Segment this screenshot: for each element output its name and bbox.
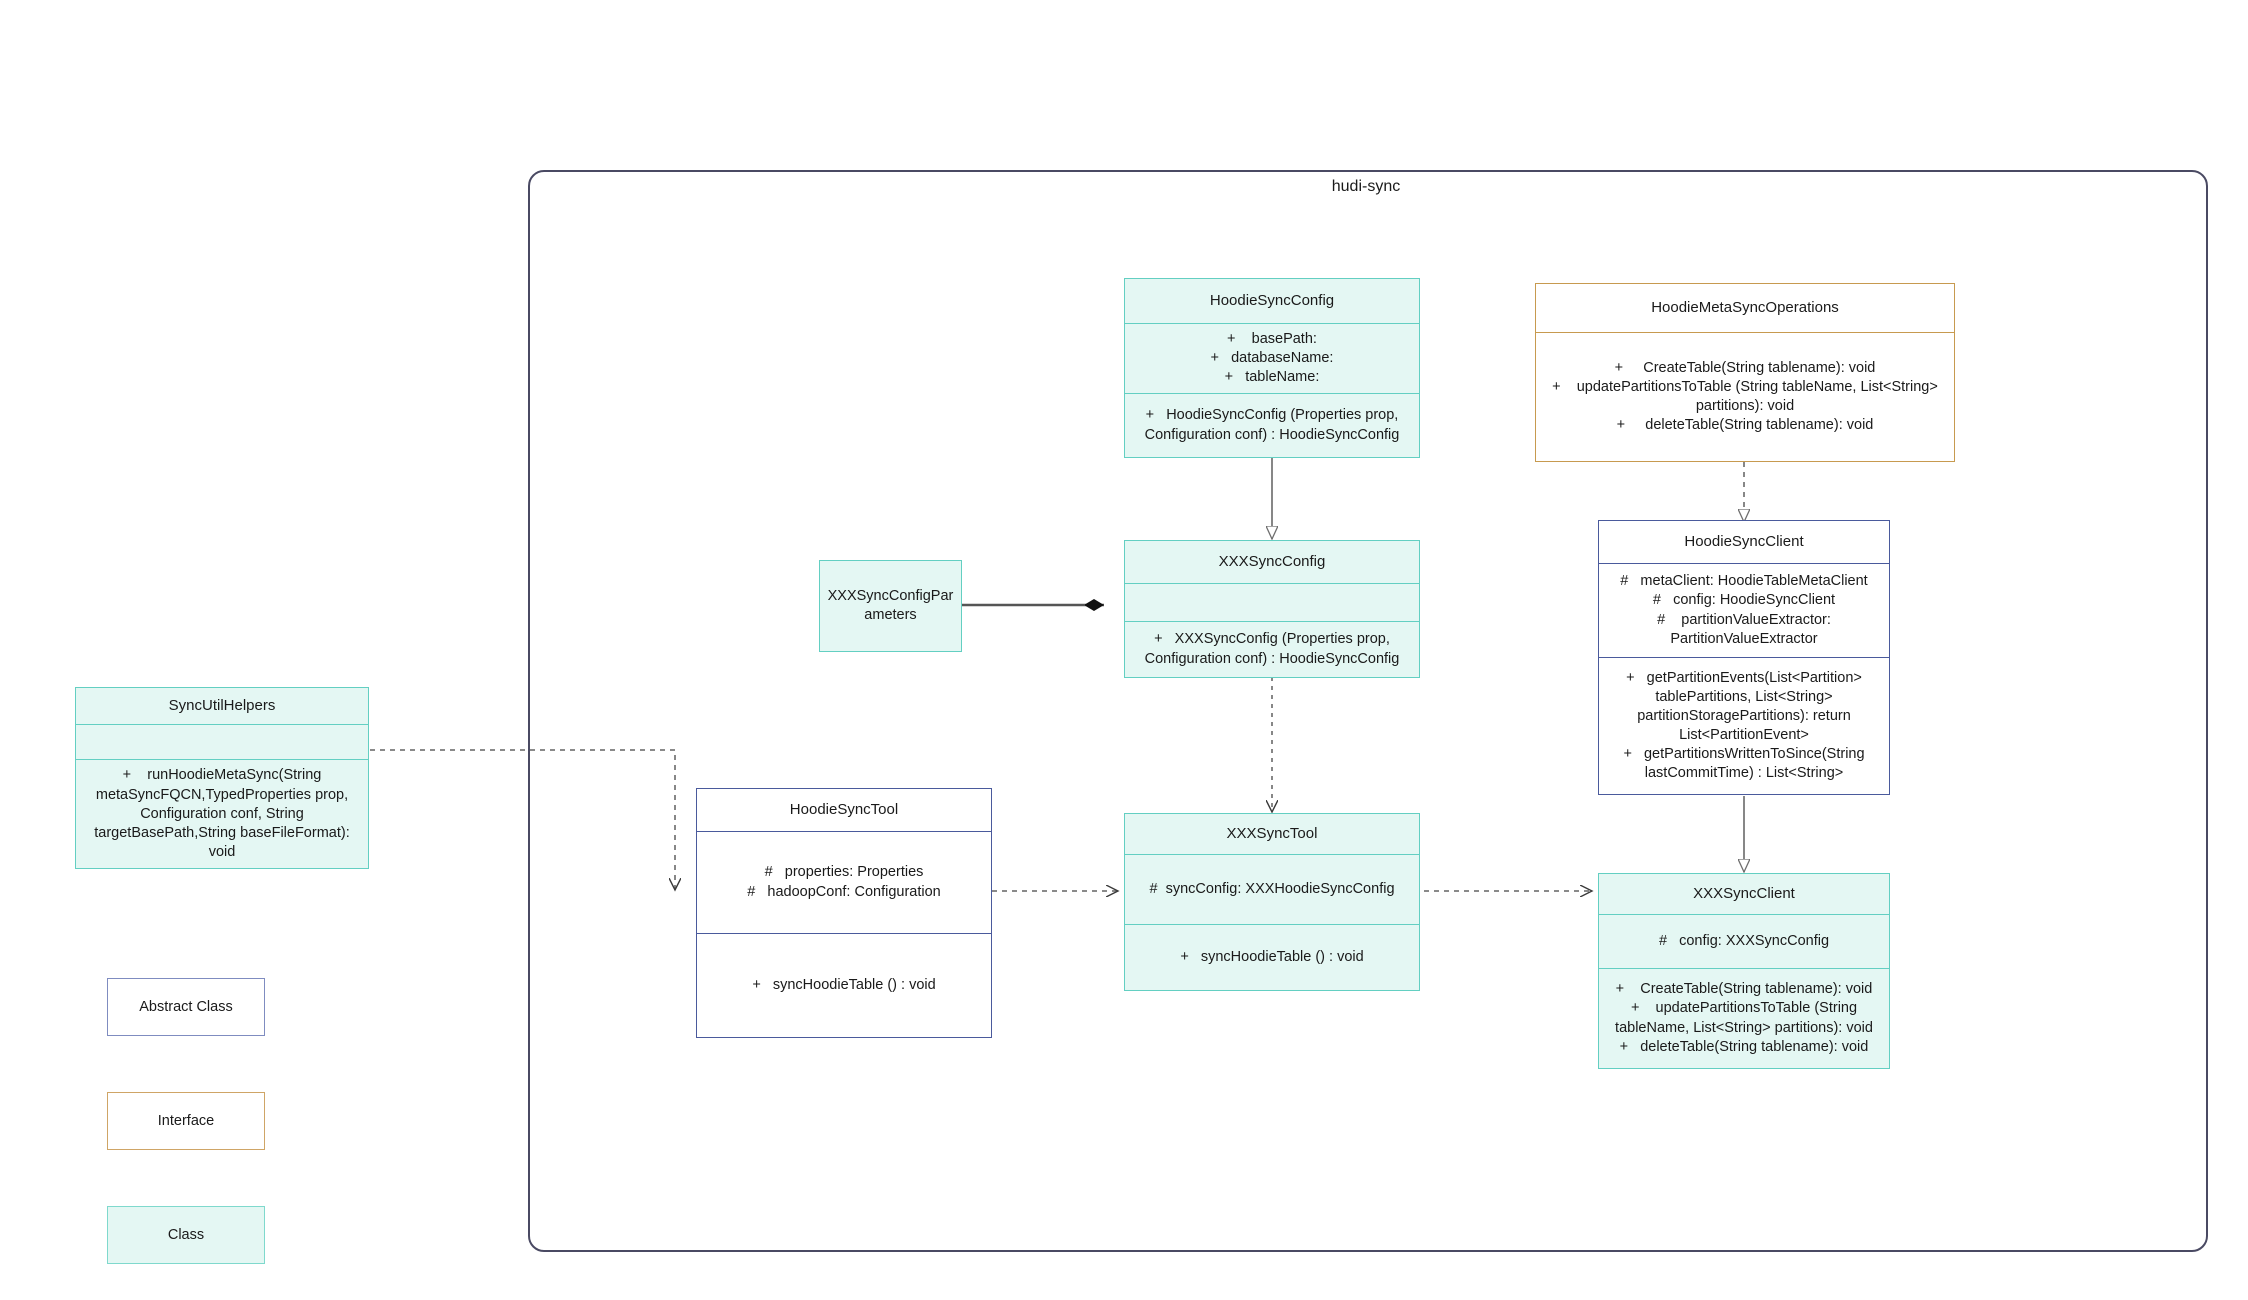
attribute-row: # properties: Properties [764, 864, 924, 881]
method-row: + HoodieSyncConfig (Properties prop, Con… [1144, 407, 1403, 443]
class-title: XXXSyncClient [1693, 885, 1795, 903]
attributes-compartment: + basePath: + databaseName: + tableName: [1125, 323, 1419, 393]
class-xxx-sync-client[interactable]: XXXSyncClient # config: XXXSyncConfig + … [1598, 873, 1890, 1069]
class-title: XXXSyncConfig [1218, 553, 1326, 571]
method-row: + deleteTable(String tablename): void [1616, 417, 1874, 434]
attributes-compartment: # config: XXXSyncConfig [1599, 914, 1889, 968]
methods-compartment: + syncHoodieTable () : void [1125, 924, 1419, 990]
methods-compartment: + syncHoodieTable () : void [697, 933, 991, 1037]
method-row: + syncHoodieTable () : void [1180, 948, 1364, 965]
legend-label: Class [167, 1227, 205, 1243]
interface-header: HoodieMetaSyncOperations [1536, 284, 1954, 332]
method-row: + CreateTable(String tablename): void [1615, 981, 1873, 998]
class-title: HoodieSyncTool [789, 801, 899, 819]
attribute-row: # config: HoodieSyncClient [1652, 592, 1836, 609]
attribute-row: # config: XXXSyncConfig [1658, 932, 1830, 949]
class-xxx-sync-config-parameters[interactable]: XXXSyncConfigParameters [819, 560, 962, 652]
legend-label: Abstract Class [139, 999, 233, 1015]
class-title: HoodieSyncConfig [1209, 292, 1335, 310]
class-title: XXXSyncConfigParameters [827, 587, 954, 623]
class-hoodie-sync-config[interactable]: HoodieSyncConfig + basePath: + databaseN… [1124, 278, 1420, 458]
class-hoodie-sync-tool[interactable]: HoodieSyncTool # properties: Properties … [696, 788, 992, 1038]
class-sync-util-helpers[interactable]: SyncUtilHelpers + runHoodieMetaSync(Stri… [75, 687, 369, 869]
class-xxx-sync-tool[interactable]: XXXSyncTool # syncConfig: XXXHoodieSyncC… [1124, 813, 1420, 991]
method-row: + updatePartitionsToTable (String tableN… [1552, 378, 1942, 414]
class-header: XXXSyncConfig [1125, 541, 1419, 583]
class-header: XXXSyncConfigParameters [820, 561, 961, 651]
attribute-row: + basePath: [1227, 330, 1317, 347]
class-title: HoodieSyncClient [1684, 533, 1804, 551]
attributes-compartment: # metaClient: HoodieTableMetaClient # co… [1599, 563, 1889, 657]
methods-compartment: + XXXSyncConfig (Properties prop, Config… [1125, 621, 1419, 677]
legend-label: Interface [157, 1113, 215, 1129]
legend-abstract-class: Abstract Class [107, 978, 265, 1036]
method-row: + runHoodieMetaSync(String metaSyncFQCN,… [94, 767, 354, 860]
package-hudi-sync [528, 170, 2208, 1252]
class-header: HoodieSyncClient [1599, 521, 1889, 563]
class-header: HoodieSyncTool [697, 789, 991, 831]
attributes-compartment: # properties: Properties # hadoopConf: C… [697, 831, 991, 933]
interface-hoodie-meta-sync-operations[interactable]: HoodieMetaSyncOperations + CreateTable(S… [1535, 283, 1955, 462]
package-title: hudi-sync [1331, 178, 1401, 195]
methods-compartment: + runHoodieMetaSync(String metaSyncFQCN,… [76, 759, 368, 868]
attribute-row: # metaClient: HoodieTableMetaClient [1620, 573, 1868, 590]
class-hoodie-sync-client[interactable]: HoodieSyncClient # metaClient: HoodieTab… [1598, 520, 1890, 795]
attribute-row: + tableName: [1224, 369, 1320, 386]
class-header: XXXSyncClient [1599, 874, 1889, 914]
attribute-row: + databaseName: [1210, 349, 1334, 366]
method-row: + XXXSyncConfig (Properties prop, Config… [1144, 631, 1400, 667]
class-header: HoodieSyncConfig [1125, 279, 1419, 323]
methods-compartment: + getPartitionEvents(List<Partition> tab… [1599, 657, 1889, 794]
method-row: + getPartitionEvents(List<Partition> tab… [1626, 669, 1866, 743]
class-xxx-sync-config[interactable]: XXXSyncConfig + XXXSyncConfig (Propertie… [1124, 540, 1420, 678]
attribute-row: # syncConfig: XXXHoodieSyncConfig [1149, 880, 1395, 897]
legend-class: Class [107, 1206, 265, 1264]
methods-compartment: + HoodieSyncConfig (Properties prop, Con… [1125, 393, 1419, 457]
legend-interface: Interface [107, 1092, 265, 1150]
method-row: + syncHoodieTable () : void [752, 976, 936, 993]
attributes-compartment [1125, 583, 1419, 621]
methods-compartment: + CreateTable(String tablename): void + … [1536, 332, 1954, 461]
class-header: XXXSyncTool [1125, 814, 1419, 854]
method-row: + getPartitionsWrittenToSince(String las… [1623, 746, 1869, 782]
method-row: + updatePartitionsToTable (String tableN… [1615, 1000, 1873, 1036]
class-title: XXXSyncTool [1226, 825, 1318, 843]
method-row: + CreateTable(String tablename): void [1614, 359, 1876, 376]
attributes-compartment: # syncConfig: XXXHoodieSyncConfig [1125, 854, 1419, 924]
methods-compartment: + CreateTable(String tablename): void + … [1599, 968, 1889, 1068]
class-header: SyncUtilHelpers [76, 688, 368, 724]
attribute-row: # partitionValueExtractor: PartitionValu… [1657, 611, 1835, 647]
class-title: SyncUtilHelpers [168, 696, 276, 714]
method-row: + deleteTable(String tablename): void [1619, 1038, 1869, 1055]
attribute-row: # hadoopConf: Configuration [747, 883, 941, 900]
attributes-compartment [76, 723, 368, 760]
interface-title: HoodieMetaSyncOperations [1651, 299, 1839, 317]
